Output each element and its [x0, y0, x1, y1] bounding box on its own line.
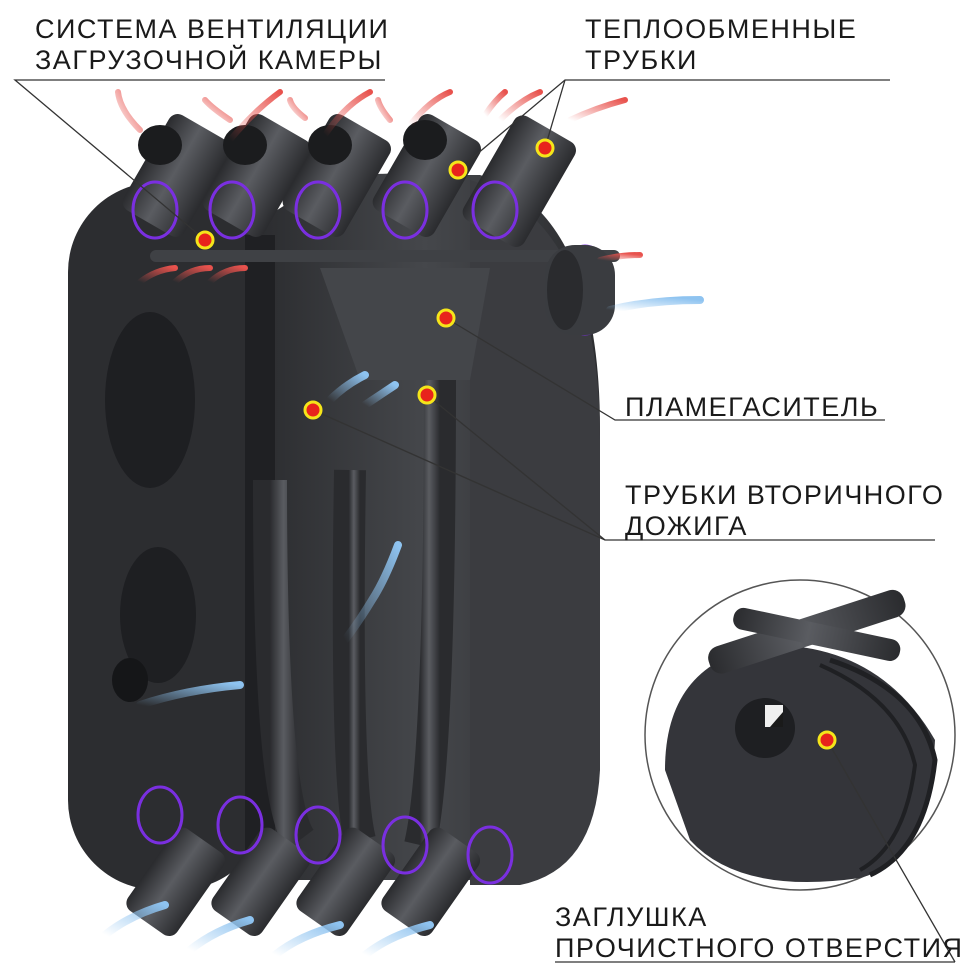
ventilation-rod — [150, 250, 620, 262]
label-flame-arrester: ПЛАМЕГАСИТЕЛЬ — [625, 392, 879, 423]
label-heat-tubes: ТЕПЛООБМЕННЫЕ ТРУБКИ — [585, 14, 857, 76]
label-heat-tubes-line2: ТРУБКИ — [585, 45, 698, 75]
label-cleanout-plug-line2: ПРОЧИСТНОГО ОТВЕРСТИЯ — [555, 933, 964, 963]
label-vent-system-line1: СИСТЕМА ВЕНТИЛЯЦИИ — [35, 14, 390, 44]
top-heat-tubes — [122, 114, 576, 247]
flame-arrester-plate — [320, 268, 490, 380]
label-vent-system-line2: ЗАГРУЗОЧНОЙ КАМЕРЫ — [35, 45, 383, 75]
callout-markers — [195, 138, 837, 750]
inset-detail-view — [644, 579, 956, 891]
cold-air-arrows — [101, 296, 704, 959]
label-flame-arrester-line1: ПЛАМЕГАСИТЕЛЬ — [625, 392, 880, 422]
flue-outlet — [545, 245, 615, 335]
label-afterburn-tubes-line2: ДОЖИГА — [625, 511, 748, 541]
hot-air-arrows — [115, 89, 643, 285]
label-afterburn-tubes: ТРУБКИ ВТОРИЧНОГО ДОЖИГА — [625, 480, 944, 542]
label-afterburn-tubes-line1: ТРУБКИ ВТОРИЧНОГО — [625, 480, 945, 510]
label-vent-system: СИСТЕМА ВЕНТИЛЯЦИИ ЗАГРУЗОЧНОЙ КАМЕРЫ — [35, 14, 389, 76]
leader-lines — [13, 79, 956, 963]
loading-door-openings — [105, 312, 196, 702]
label-cleanout-plug: ЗАГЛУШКА ПРОЧИСТНОГО ОТВЕРСТИЯ — [555, 902, 964, 964]
bottom-heat-tubes — [126, 827, 481, 937]
label-heat-tubes-line1: ТЕПЛООБМЕННЫЕ — [585, 14, 858, 44]
label-cleanout-plug-line1: ЗАГЛУШКА — [555, 902, 708, 932]
afterburn-tubes — [253, 379, 456, 851]
